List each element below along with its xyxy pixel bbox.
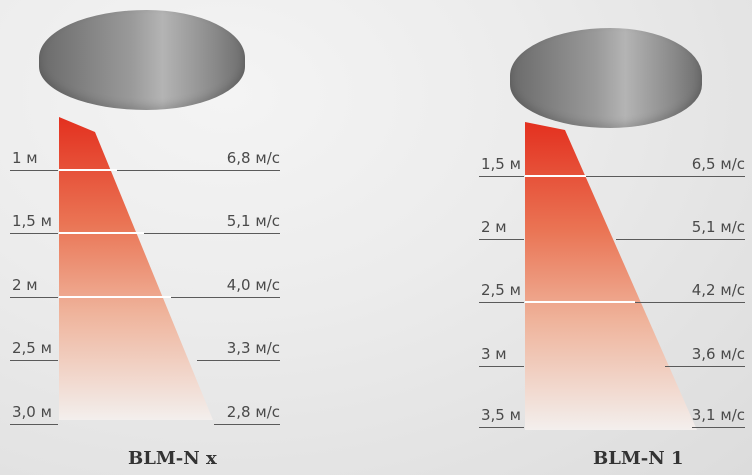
distance-label: 2,5 м [481,281,521,299]
speed-label: 4,2 м/с [691,281,745,299]
scale-line [171,297,280,298]
distance-label: 1 м [12,149,38,167]
scale-line-white [525,301,635,303]
scale-line [635,302,745,303]
diagram-blm-n-x: 1 м 6,8 м/с 1,5 м 5,1 м/с 2 м 4,0 м/с 2,… [0,0,290,475]
row-1: 1,5 м 6,5 м/с [465,147,752,177]
air-curtain-head [39,10,245,110]
row-2: 2 м 5,1 м/с [465,210,752,240]
scale-line [144,233,280,234]
speed-label: 6,5 м/с [691,155,745,173]
row-3: 2,5 м 4,2 м/с [465,273,752,303]
distance-label: 2 м [12,276,38,294]
diagram-blm-n-1: 1,5 м 6,5 м/с 2 м 5,1 м/с 2,5 м 4,2 м/с … [465,0,752,475]
distance-label: 2 м [481,218,507,236]
scale-line [665,366,745,367]
distance-label: 2,5 м [12,339,52,357]
speed-label: 5,1 м/с [691,218,745,236]
scale-line [479,176,524,177]
distance-label: 1,5 м [12,212,52,230]
row-4: 3 м 3,6 м/с [465,337,752,367]
row-1: 1 м 6,8 м/с [0,141,290,171]
scale-line [10,297,58,298]
speed-label: 3,3 м/с [226,339,280,357]
diagram-title: BLM-N x [128,448,217,469]
scale-line-white [59,169,117,171]
airflow-beam [525,122,697,430]
distance-label: 3 м [481,345,507,363]
scale-line [479,239,524,240]
air-curtain-head [510,28,702,128]
scale-line [479,302,524,303]
speed-label: 3,1 м/с [691,406,745,424]
speed-label: 6,8 м/с [226,149,280,167]
row-3: 2 м 4,0 м/с [0,268,290,298]
scale-line [214,424,280,425]
row-5: 3,5 м 3,1 м/с [465,398,752,428]
scale-line [692,427,745,428]
scale-line-white [59,232,144,234]
scale-line [10,170,58,171]
distance-label: 3,0 м [12,403,52,421]
speed-label: 5,1 м/с [226,212,280,230]
scale-line [117,170,280,171]
row-2: 1,5 м 5,1 м/с [0,204,290,234]
speed-label: 3,6 м/с [691,345,745,363]
scale-line [479,427,524,428]
scale-line [197,360,280,361]
distance-label: 3,5 м [481,406,521,424]
diagram-title: BLM-N 1 [593,448,684,469]
scale-line [586,176,745,177]
scale-line [10,424,58,425]
scale-line [616,239,745,240]
scale-line-white [525,175,586,177]
speed-label: 4,0 м/с [226,276,280,294]
scale-line-white [59,296,171,298]
distance-label: 1,5 м [481,155,521,173]
airflow-beam [59,117,213,420]
speed-label: 2,8 м/с [226,403,280,421]
row-4: 2,5 м 3,3 м/с [0,331,290,361]
scale-line [10,233,58,234]
scale-line [10,360,58,361]
row-5: 3,0 м 2,8 м/с [0,395,290,425]
scale-line [479,366,524,367]
